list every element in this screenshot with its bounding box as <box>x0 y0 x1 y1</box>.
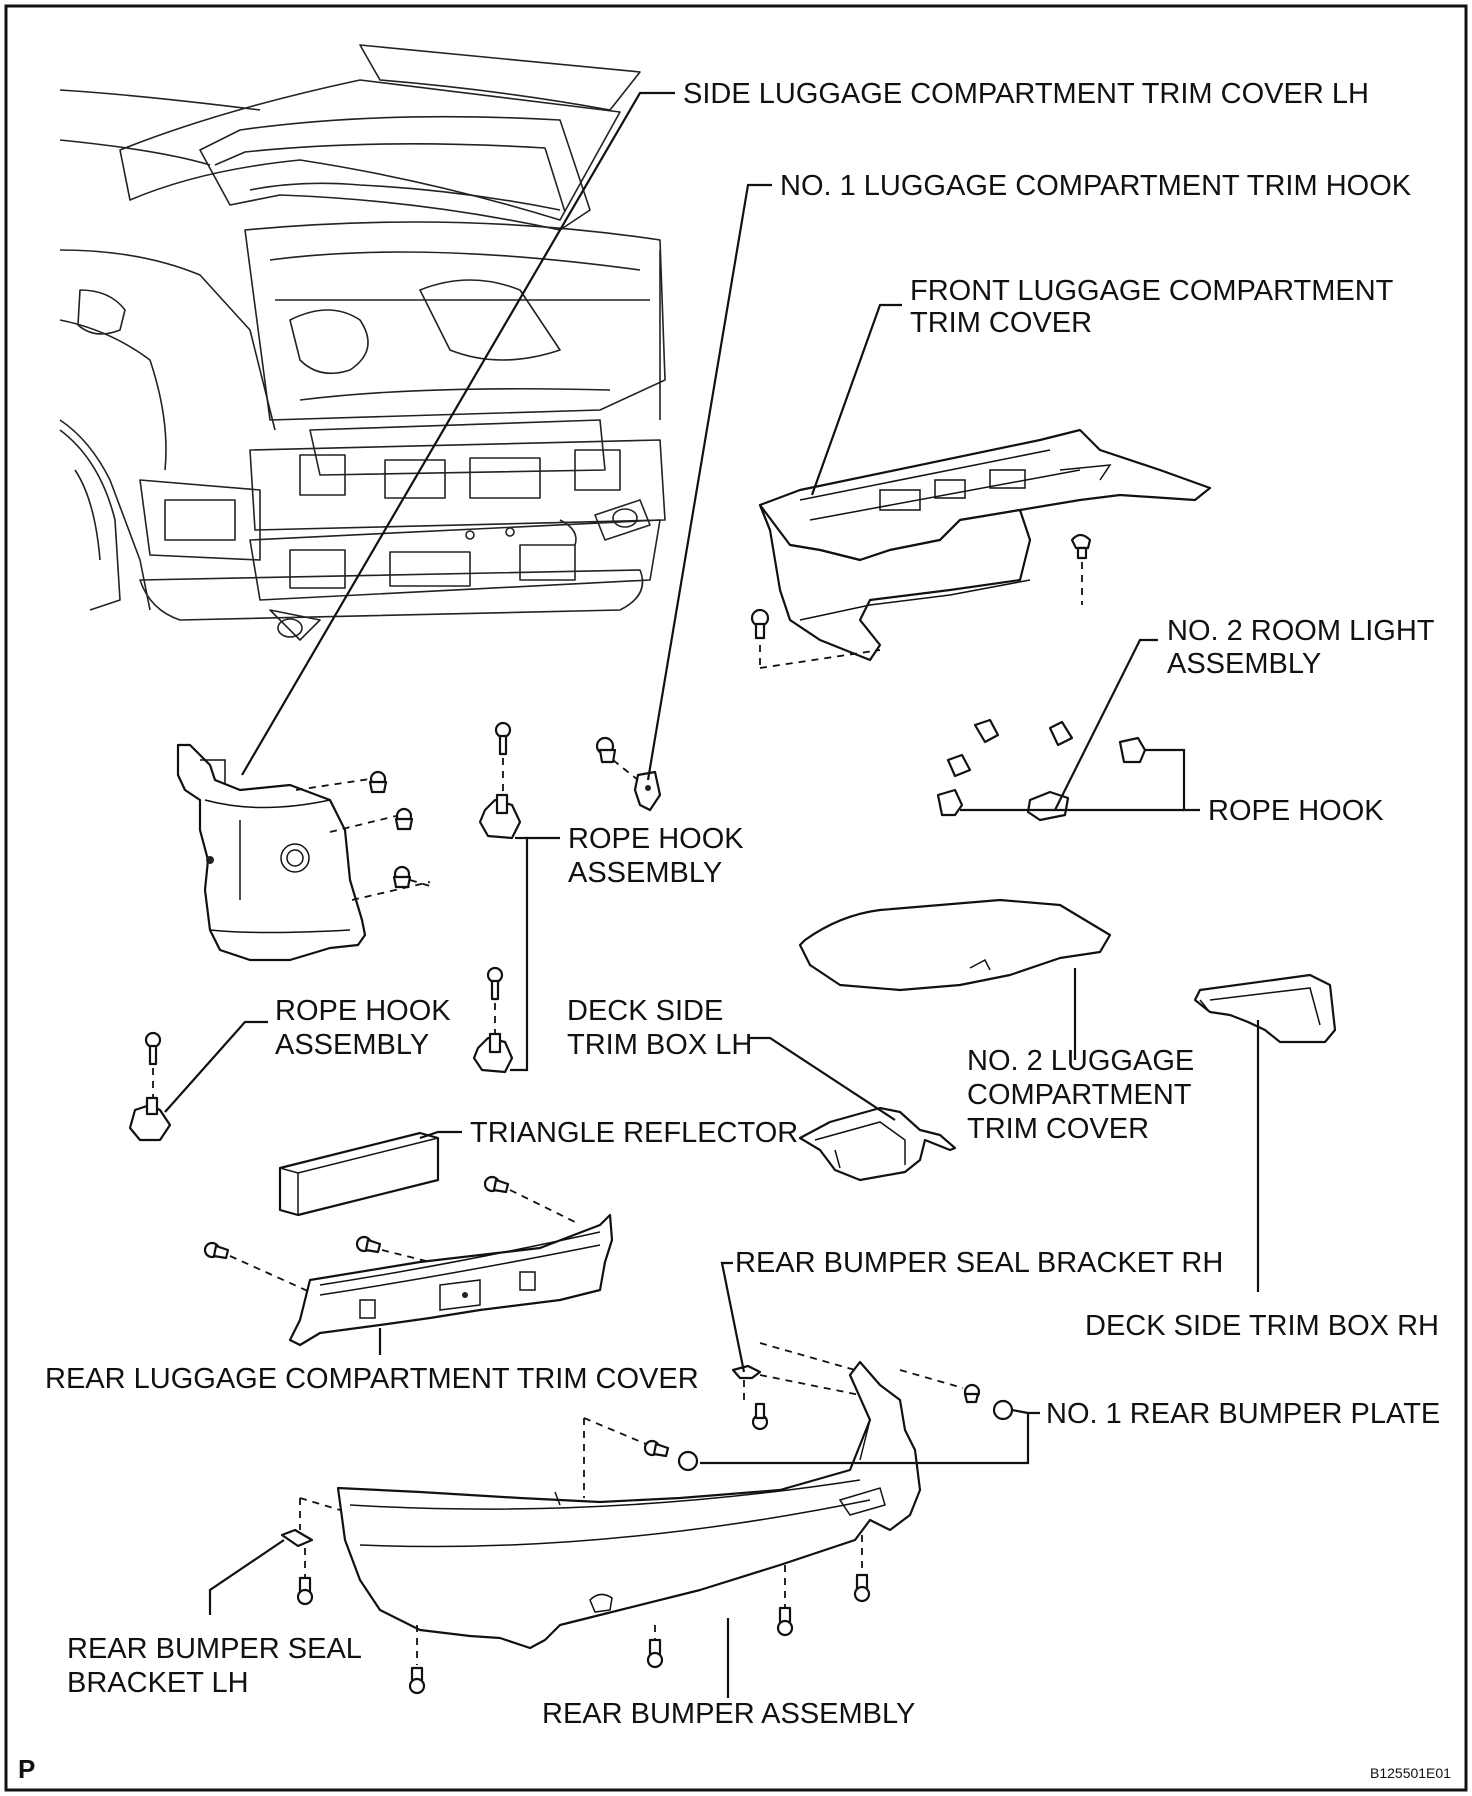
label-deck-side-trim-box-rh: DECK SIDE TRIM BOX RH <box>1085 1310 1439 1342</box>
labels: SIDE LUGGAGE COMPARTMENT TRIM COVER LH N… <box>45 78 1440 1730</box>
label-deck-side-trim-box-lh-line1: DECK SIDE <box>567 995 723 1027</box>
label-rear-bumper-seal-bracket-lh-line2: BRACKET LH <box>67 1667 249 1699</box>
no2-trim-cover-part <box>798 898 1112 992</box>
diagram-frame <box>4 4 1468 1792</box>
page-mark: P <box>18 1754 35 1784</box>
label-rear-bumper-seal-bracket-lh-line1: REAR BUMPER SEAL <box>67 1633 362 1665</box>
label-front-trim-cover-line1: FRONT LUGGAGE COMPARTMENT <box>910 275 1394 307</box>
label-no2-trim-cover-line3: TRIM COVER <box>967 1113 1149 1145</box>
bumper-fasteners-upper <box>583 1342 1014 1498</box>
front-trim-cover-part <box>758 428 1212 662</box>
clip-fasteners-left <box>295 770 431 901</box>
label-deck-side-trim-box-lh-line2: TRIM BOX LH <box>567 1029 752 1061</box>
deck-side-trim-box-lh-part <box>798 1106 957 1182</box>
label-rope-hook-assembly-mid-line2: ASSEMBLY <box>568 857 722 889</box>
rope-hook-assembly-left-part <box>128 1031 172 1142</box>
label-rope-hook-assembly-left-line2: ASSEMBLY <box>275 1029 429 1061</box>
label-no2-trim-cover-line1: NO. 2 LUGGAGE <box>967 1045 1194 1077</box>
label-rope-hook-assembly-left-line1: ROPE HOOK <box>275 995 451 1027</box>
bumper-fasteners-lower <box>408 1535 871 1695</box>
rope-hook-assembly-middle-parts <box>472 721 522 1074</box>
label-rear-trim-cover: REAR LUGGAGE COMPARTMENT TRIM COVER <box>45 1363 699 1395</box>
front-cover-fasteners <box>750 533 1092 669</box>
label-no2-trim-cover-line2: COMPARTMENT <box>967 1079 1192 1111</box>
side-trim-cover-lh-part <box>176 743 367 962</box>
label-rear-bumper-assembly: REAR BUMPER ASSEMBLY <box>542 1698 915 1730</box>
label-no2-room-light-line1: NO. 2 ROOM LIGHT <box>1167 615 1435 647</box>
room-light-and-rope-hooks-right <box>936 718 1147 822</box>
label-side-trim-cover-lh: SIDE LUGGAGE COMPARTMENT TRIM COVER LH <box>683 78 1369 110</box>
label-rope-hook-assembly-mid-line1: ROPE HOOK <box>568 823 744 855</box>
rear-bumper-assembly-part <box>336 1360 922 1650</box>
label-no1-trim-hook: NO. 1 LUGGAGE COMPARTMENT TRIM HOOK <box>780 170 1412 202</box>
label-rope-hook: ROPE HOOK <box>1208 795 1384 827</box>
label-no2-room-light-line2: ASSEMBLY <box>1167 648 1321 680</box>
leader-lines <box>164 91 1260 1698</box>
rear-cover-fasteners <box>203 1175 576 1293</box>
label-front-trim-cover-line2: TRIM COVER <box>910 307 1092 339</box>
label-no1-rear-bumper-plate: NO. 1 REAR BUMPER PLATE <box>1046 1398 1440 1430</box>
no1-trim-hook-part <box>595 736 662 812</box>
label-rear-bumper-seal-bracket-rh: REAR BUMPER SEAL BRACKET RH <box>735 1247 1223 1279</box>
triangle-reflector-part <box>278 1131 440 1217</box>
vehicle-rear-illustration <box>59 44 666 641</box>
label-triangle-reflector: TRIANGLE REFLECTOR <box>470 1117 798 1149</box>
rear-trim-cover-part <box>288 1213 614 1347</box>
rear-bumper-seal-bracket-lh-part <box>280 1497 341 1606</box>
deck-side-trim-box-rh-part <box>1193 973 1337 1044</box>
figure-id: B125501E01 <box>1370 1765 1451 1781</box>
